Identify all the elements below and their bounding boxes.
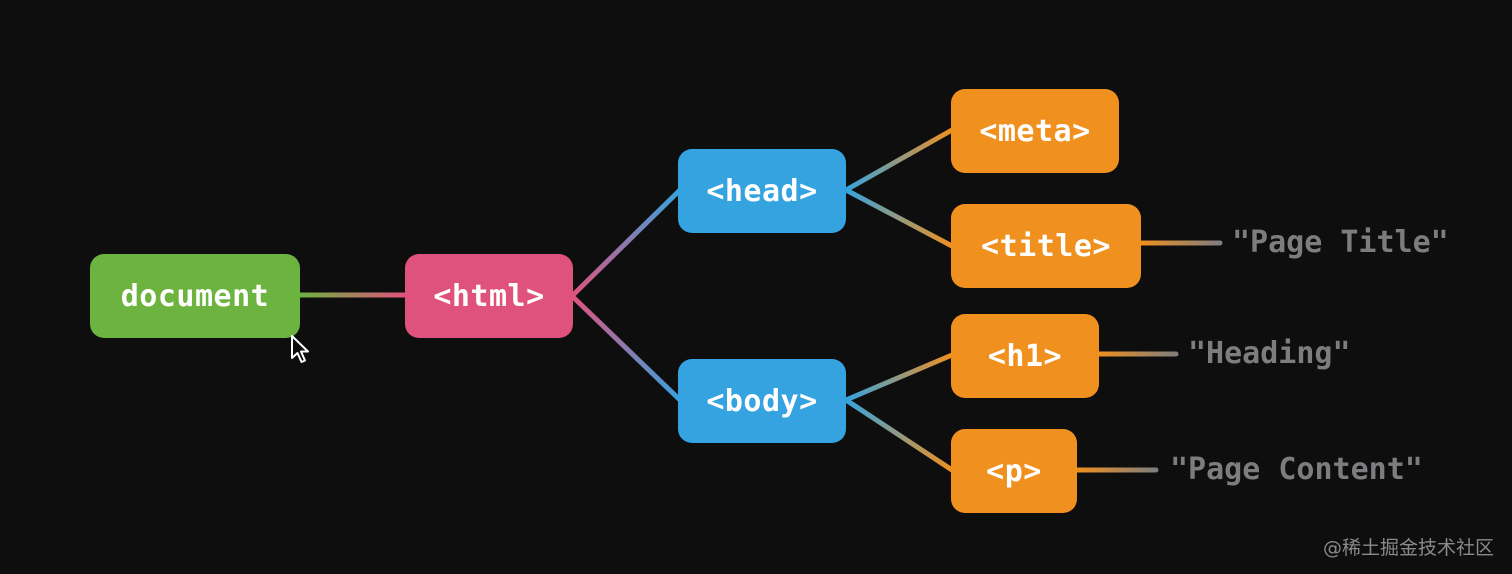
node-document: document <box>90 254 300 338</box>
text-node-page-title: "Page Title" <box>1232 225 1449 260</box>
mouse-pointer-icon <box>291 335 309 363</box>
node-title: <title> <box>951 204 1141 288</box>
edge-body-p <box>843 397 955 473</box>
node-meta: <meta> <box>951 89 1119 173</box>
node-html: <html> <box>405 254 573 338</box>
node-body: <body> <box>678 359 846 443</box>
node-p: <p> <box>951 429 1077 513</box>
edge-body-h1 <box>843 352 955 403</box>
edge-head-title <box>843 187 955 249</box>
text-node-page-content: "Page Content" <box>1170 452 1423 487</box>
edge-html-body <box>569 293 683 403</box>
node-head: <head> <box>678 149 846 233</box>
watermark: @稀土掘金技术社区 <box>1322 537 1494 559</box>
text-node-heading: "Heading" <box>1188 336 1351 371</box>
node-h1: <h1> <box>951 314 1099 398</box>
edge-html-head <box>569 187 683 299</box>
edge-head-meta <box>843 127 955 193</box>
